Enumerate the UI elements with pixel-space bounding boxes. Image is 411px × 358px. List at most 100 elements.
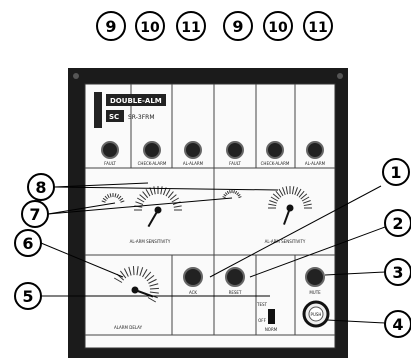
leader-lines: [40, 182, 386, 324]
push-button[interactable]: PUSH: [302, 300, 330, 328]
dial-tick: [222, 196, 226, 199]
dial-tick: [132, 266, 135, 276]
dial-tick: [234, 190, 238, 195]
ack-button[interactable]: [183, 267, 203, 287]
callout-5: 5: [22, 287, 33, 306]
dial-tick: [119, 270, 127, 279]
callout-7: 7: [29, 205, 40, 224]
dial-tick: [169, 194, 177, 201]
lamp-al-alarm-left: [184, 141, 202, 159]
dial-tick: [171, 197, 180, 203]
callout-10-right: 10: [268, 20, 288, 36]
dial-tick: [302, 200, 311, 204]
lamp-fault-left: [101, 141, 119, 159]
dial-tick: [116, 194, 120, 199]
dial-tick: [123, 268, 129, 277]
dial-tick: [303, 203, 312, 207]
dial-tick: [291, 186, 295, 195]
lamp-fault-right: [226, 141, 244, 159]
dial-tick: [160, 186, 163, 195]
dial-tick: [269, 200, 278, 204]
panel-grid: [85, 84, 335, 336]
dial-tick: [145, 188, 151, 197]
dial-tick: [147, 297, 157, 303]
knob-left-caption: AL-ARM SENSITIVITY: [130, 239, 171, 244]
dial-tick: [167, 191, 174, 199]
dial-tick: [128, 266, 132, 276]
sensitivity-scale-left: [101, 193, 125, 203]
dial-tick: [278, 188, 284, 197]
reset-button[interactable]: [225, 267, 245, 287]
dial-tick: [223, 193, 227, 197]
dial-tick: [139, 194, 147, 201]
dial-tick: [153, 186, 156, 195]
dial-tick: [109, 193, 112, 198]
dial-tick: [144, 271, 152, 280]
lamp-label-6: AL-ALARM: [305, 161, 326, 166]
reset-label: RESET: [229, 290, 242, 295]
dial-tick: [298, 190, 305, 198]
logo-block: DOUBLE-ALM SC SR-3FRM: [94, 92, 166, 128]
dial-tick: [173, 205, 182, 208]
dial-tick: [114, 193, 117, 198]
knob-pointer: [283, 207, 291, 225]
delay-caption: ALARM DELAY: [114, 325, 143, 330]
lamp-label-4: FAULT: [229, 161, 241, 166]
dial-tick: [149, 287, 159, 290]
dial-tick: [146, 274, 155, 282]
dial-tick: [149, 291, 159, 294]
lamp-label-5: CHECK-ALARM: [261, 161, 290, 166]
dial-tick: [275, 190, 282, 198]
logo-line2: SC: [109, 113, 119, 121]
dial-tick: [237, 193, 241, 197]
callout-8: 8: [35, 178, 46, 197]
dial-tick: [294, 187, 298, 196]
lamp-label-3: AL-ALARM: [183, 161, 204, 166]
callout-2: 2: [392, 214, 403, 233]
callout-11-right: 11: [308, 20, 327, 36]
dial-tick: [136, 197, 145, 203]
logo-line3: SR-3FRM: [128, 114, 155, 121]
callout-9-right: 9: [232, 17, 243, 36]
lamp-check-alarm-left: [143, 141, 161, 159]
logo-line1: DOUBLE-ALM: [110, 97, 162, 105]
callout-6: 6: [22, 234, 33, 253]
dial-tick: [119, 197, 124, 201]
test-toggle-switch[interactable]: TEST OFF NORM: [256, 302, 278, 332]
callout-top-row: 9 10 11 9 10 11: [96, 11, 333, 41]
dial-tick: [106, 194, 110, 199]
dial-tick: [270, 196, 279, 202]
dial-tick: [300, 193, 308, 200]
callout-3: 3: [392, 263, 403, 282]
lamp-al-alarm-right: [306, 141, 324, 159]
dial-tick: [233, 190, 235, 194]
sensitivity-knob-right[interactable]: [268, 186, 312, 225]
dial-tick: [149, 283, 159, 287]
dial-tick: [238, 196, 242, 199]
dial-tick: [224, 192, 228, 196]
dial-tick: [142, 268, 148, 278]
face-plate: [84, 83, 336, 349]
dial-tick: [104, 195, 109, 200]
alarm-delay-knob[interactable]: [113, 266, 159, 303]
mute-label: MUTE: [309, 290, 321, 295]
dial-tick: [268, 203, 277, 207]
dial-tick: [301, 196, 310, 202]
dial-tick: [229, 190, 231, 194]
callout-9-left: 9: [105, 17, 116, 36]
dial-tick: [136, 266, 139, 276]
dial-tick: [117, 195, 122, 200]
push-button-label: PUSH: [311, 312, 322, 317]
lamp-check-alarm-right: [266, 141, 284, 159]
callout-11-left: 11: [181, 20, 200, 36]
dial-tick: [272, 193, 280, 200]
dial-tick: [226, 190, 230, 195]
callout-10-left: 10: [140, 20, 160, 36]
mute-button[interactable]: [305, 267, 325, 287]
knob-pointer: [147, 209, 159, 228]
dial-tick: [113, 277, 123, 283]
dial-tick: [101, 200, 106, 203]
callout-1: 1: [390, 163, 401, 182]
knob-right-caption: AL-ARM SENSITIVITY: [265, 239, 306, 244]
